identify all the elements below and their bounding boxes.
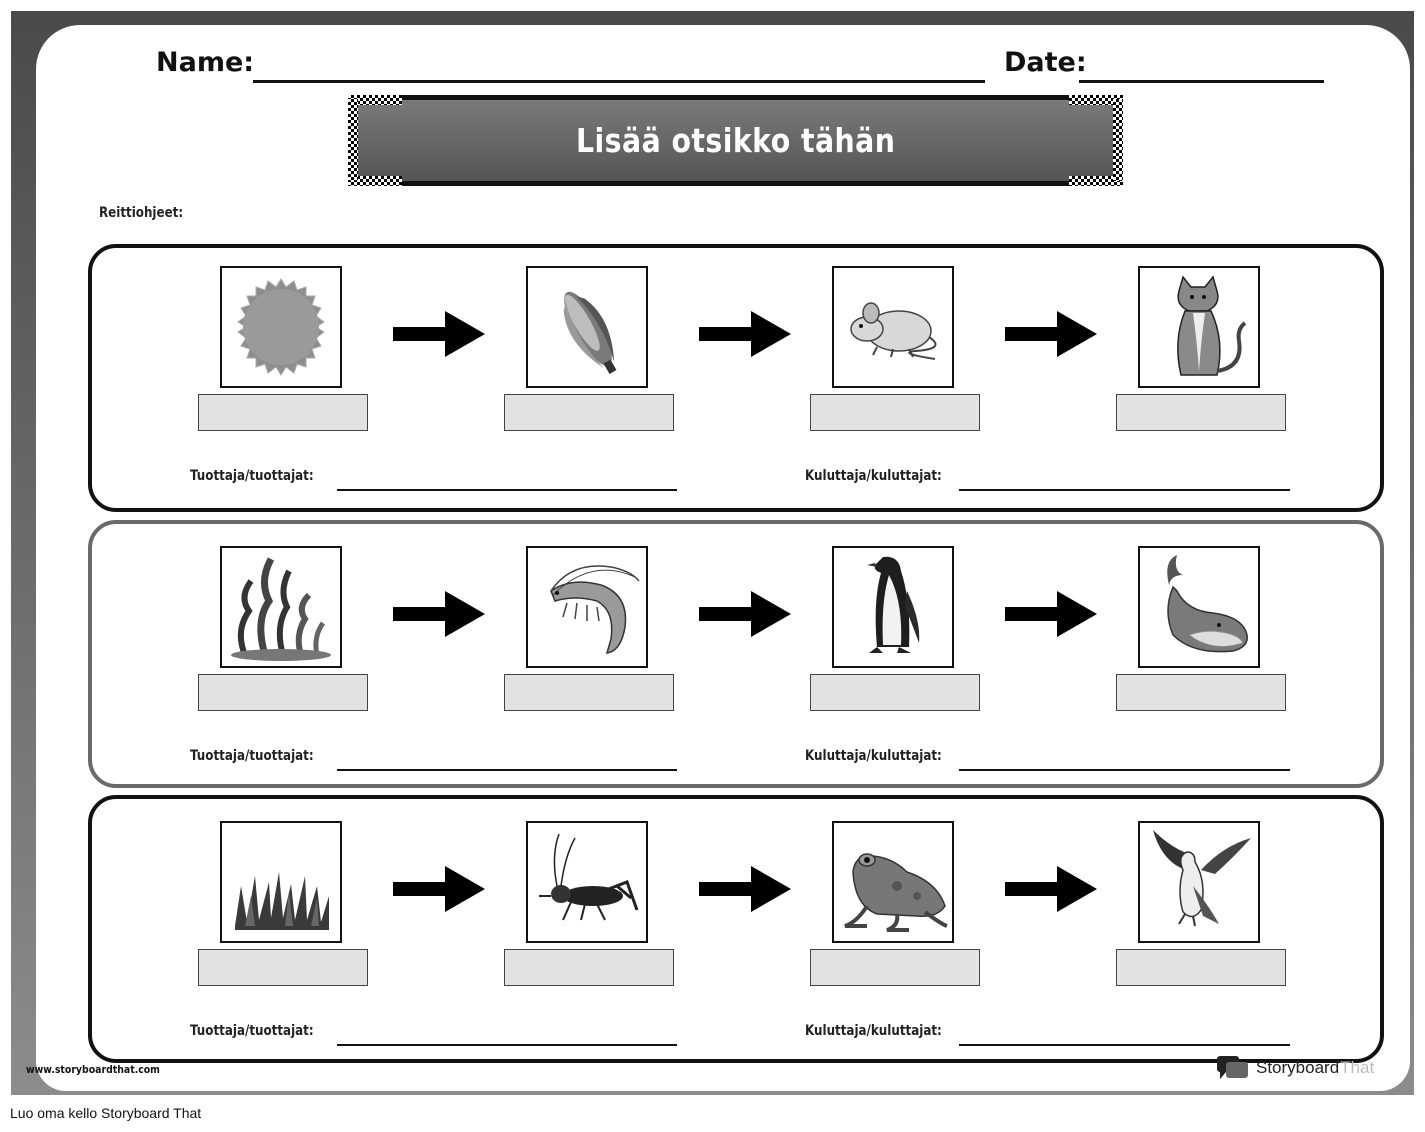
producer-answer-line[interactable] [337, 769, 677, 771]
checker-decoration [348, 99, 358, 181]
page-title: Lisää otsikko tähän [575, 121, 896, 160]
arrow-right-icon [393, 311, 485, 357]
organism-card [220, 266, 342, 388]
date-line[interactable] [1079, 80, 1324, 83]
sun-icon [237, 278, 325, 376]
worksheet-page: Name: Date: Lisää otsikko tähän Reittioh… [36, 25, 1410, 1091]
directions-label: Reittiohjeet: [99, 205, 184, 221]
organism-card [1138, 821, 1260, 943]
consumer-label: Kuluttaja/kuluttajat: [805, 1023, 942, 1039]
producer-answer-line[interactable] [337, 489, 677, 491]
arrow-right-icon [1005, 311, 1097, 357]
arrow-right-icon [1005, 591, 1097, 637]
organism-card [832, 546, 954, 668]
name-date-row: Name: Date: [156, 47, 1336, 87]
arrow-right-icon [393, 866, 485, 912]
organism-card [832, 266, 954, 388]
producer-label: Tuottaja/tuottajat: [190, 468, 314, 484]
cat-icon [1177, 275, 1247, 376]
organism-name-box[interactable] [810, 394, 980, 431]
checker-decoration [1069, 176, 1123, 186]
seaweed-icon [231, 557, 331, 661]
eagle-icon [1153, 830, 1251, 927]
speech-bubble-icon [1217, 1056, 1248, 1079]
food-chain-1: Tuottaja/tuottajat: Kuluttaja/kuluttajat… [88, 244, 1384, 512]
producer-answer-line[interactable] [337, 1044, 677, 1046]
organism-card [1138, 546, 1260, 668]
organism-name-box[interactable] [810, 949, 980, 986]
storyboardthat-logo: Storyboard That [1216, 1055, 1374, 1081]
organism-card [220, 821, 342, 943]
arrow-right-icon [393, 591, 485, 637]
organism-name-box[interactable] [1116, 674, 1286, 711]
logo-text-storyboard: Storyboard [1256, 1058, 1340, 1077]
cricket-icon [539, 833, 639, 921]
food-chain-2: Tuottaja/tuottajat: Kuluttaja/kuluttajat… [88, 520, 1384, 788]
name-line[interactable] [253, 80, 985, 83]
grass-icon [235, 872, 329, 930]
organism-name-box[interactable] [504, 674, 674, 711]
consumer-answer-line[interactable] [959, 1044, 1290, 1046]
organism-name-box[interactable] [504, 394, 674, 431]
organism-card [526, 821, 648, 943]
organism-card [526, 266, 648, 388]
whale-icon [1167, 555, 1248, 653]
penguin-icon [867, 556, 920, 653]
producer-label: Tuottaja/tuottajat: [190, 748, 314, 764]
checker-decoration [1113, 99, 1123, 181]
organism-card [832, 821, 954, 943]
organism-card [526, 546, 648, 668]
title-box[interactable]: Lisää otsikko tähän [348, 95, 1123, 186]
date-label: Date: [1004, 47, 1087, 78]
checker-decoration [348, 95, 402, 105]
organism-name-box[interactable] [1116, 394, 1286, 431]
organism-name-box[interactable] [198, 674, 368, 711]
consumer-label: Kuluttaja/kuluttajat: [805, 468, 942, 484]
consumer-label: Kuluttaja/kuluttajat: [805, 748, 942, 764]
organism-name-box[interactable] [198, 394, 368, 431]
organism-name-box[interactable] [810, 674, 980, 711]
organism-name-box[interactable] [1116, 949, 1286, 986]
consumer-answer-line[interactable] [959, 489, 1290, 491]
checker-decoration [1069, 95, 1123, 105]
checker-decoration [348, 176, 402, 186]
arrow-right-icon [699, 591, 791, 637]
arrow-right-icon [1005, 866, 1097, 912]
frog-icon [844, 853, 948, 932]
organism-name-box[interactable] [198, 949, 368, 986]
shrimp-icon [550, 565, 640, 654]
footer-caption[interactable]: Luo oma kello Storyboard That [10, 1105, 202, 1121]
watermark-url: www.storyboardthat.com [26, 1063, 160, 1076]
arrow-right-icon [699, 311, 791, 357]
corn-icon [563, 291, 617, 375]
logo-text-that: That [1340, 1058, 1375, 1077]
name-label: Name: [156, 47, 255, 78]
food-chain-3: Tuottaja/tuottajat: Kuluttaja/kuluttajat… [88, 795, 1384, 1063]
mouse-icon [850, 302, 937, 360]
organism-name-box[interactable] [504, 949, 674, 986]
organism-card [220, 546, 342, 668]
title-banner: Lisää otsikko tähän [348, 95, 1123, 186]
producer-label: Tuottaja/tuottajat: [190, 1023, 314, 1039]
consumer-answer-line[interactable] [959, 769, 1290, 771]
arrow-right-icon [699, 866, 791, 912]
worksheet-frame: Name: Date: Lisää otsikko tähän Reittioh… [11, 11, 1414, 1095]
organism-card [1138, 266, 1260, 388]
